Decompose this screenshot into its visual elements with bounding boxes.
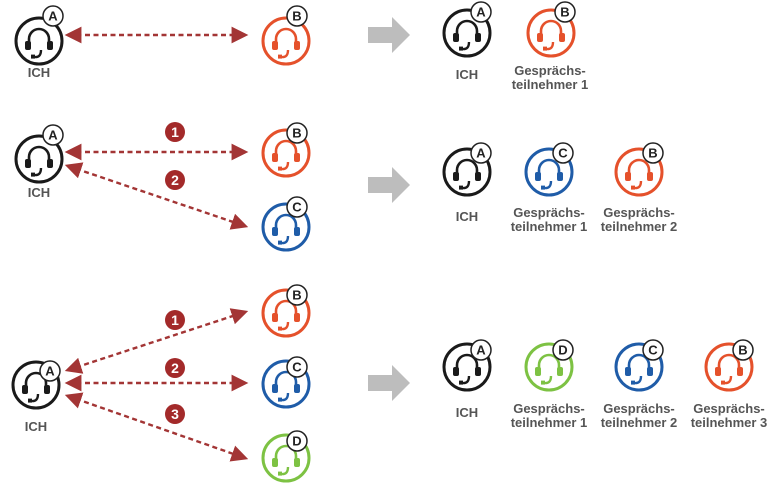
- unit-badge-a: A: [42, 124, 64, 146]
- right-arrow-icon: [368, 17, 410, 53]
- right-arrow-icon: [368, 167, 410, 203]
- step-badge: 1: [165, 122, 185, 142]
- participant-label-line1: Gesprächs-: [603, 205, 675, 220]
- me-label-text: ICH: [27, 185, 51, 200]
- unit-badge-d: D: [286, 430, 308, 452]
- unit-badge-b: B: [554, 1, 576, 23]
- participant-label-line1: Gesprächs-: [693, 401, 765, 416]
- unit-letter-c: C: [648, 343, 658, 358]
- unit-letter-d: D: [558, 343, 567, 358]
- unit-letter-a: A: [48, 9, 58, 24]
- participant-1-label: Gesprächs- teilnehmer 1: [504, 402, 594, 430]
- participant-label-line1: Gesprächs-: [513, 205, 585, 220]
- unit-badge-b: B: [642, 142, 664, 164]
- me-label: ICH: [9, 66, 69, 80]
- participant-label-line2: teilnehmer 3: [690, 415, 768, 430]
- unit-badge-a: A: [39, 360, 61, 382]
- unit-badge-c: C: [286, 196, 308, 218]
- unit-badge-c: C: [552, 142, 574, 164]
- participant-label-line1: Gesprächs-: [603, 401, 675, 416]
- unit-letter-b: B: [292, 126, 301, 141]
- unit-letter-a: A: [476, 5, 486, 20]
- participant-label-line1: Gesprächs-: [514, 63, 586, 78]
- step-number: 2: [171, 360, 179, 376]
- unit-badge-b: B: [286, 284, 308, 306]
- unit-letter-a: A: [48, 128, 58, 143]
- right-arrow-icon: [368, 365, 410, 401]
- unit-letter-c: C: [292, 360, 302, 375]
- step-number: 1: [171, 312, 179, 328]
- step-badge: 2: [165, 170, 185, 190]
- participant-label-line2: teilnehmer 2: [600, 219, 678, 234]
- unit-letter-a: A: [45, 364, 55, 379]
- unit-letter-a: A: [476, 343, 486, 358]
- link-arrow: [64, 162, 249, 230]
- scene-2: A B C 1 2 A C: [14, 122, 664, 252]
- scene-3: A B C D 1 2 3: [11, 284, 754, 483]
- participant-3-label: Gesprächs- teilnehmer 3: [684, 402, 774, 430]
- step-badge: 2: [165, 358, 185, 378]
- me-label: ICH: [437, 406, 497, 420]
- unit-letter-b: B: [292, 9, 301, 24]
- participant-label-line2: teilnehmer 2: [600, 415, 678, 430]
- unit-badge-b: B: [732, 339, 754, 361]
- me-label-text: ICH: [455, 67, 479, 82]
- me-label-text: ICH: [455, 405, 479, 420]
- unit-letter-a: A: [476, 146, 486, 161]
- unit-letter-b: B: [738, 343, 747, 358]
- unit-badge-c: C: [286, 356, 308, 378]
- unit-letter-d: D: [292, 434, 301, 449]
- participant-label-line2: teilnehmer 1: [510, 219, 588, 234]
- unit-letter-c: C: [558, 146, 568, 161]
- me-label: ICH: [6, 420, 66, 434]
- me-label: ICH: [9, 186, 69, 200]
- link-arrow: [64, 308, 249, 374]
- participant-1-label: Gesprächs- teilnehmer 1: [504, 206, 594, 234]
- participant-2-label: Gesprächs- teilnehmer 2: [594, 402, 684, 430]
- me-label: ICH: [437, 210, 497, 224]
- participant-label-line2: teilnehmer 1: [510, 415, 588, 430]
- unit-badge-a: A: [470, 1, 492, 23]
- unit-badge-b: B: [286, 5, 308, 27]
- unit-badge-a: A: [470, 339, 492, 361]
- unit-letter-c: C: [292, 200, 302, 215]
- step-number: 2: [171, 172, 179, 188]
- me-label-text: ICH: [455, 209, 479, 224]
- me-label: ICH: [437, 68, 497, 82]
- me-label-text: ICH: [27, 65, 51, 80]
- step-number: 1: [171, 124, 179, 140]
- participant-label-line2: teilnehmer 1: [511, 77, 589, 92]
- step-number: 3: [171, 406, 179, 422]
- unit-letter-b: B: [648, 146, 657, 161]
- step-badge: 3: [165, 404, 185, 424]
- unit-letter-b: B: [292, 288, 301, 303]
- unit-badge-d: D: [552, 339, 574, 361]
- participant-2-label: Gesprächs- teilnehmer 2: [594, 206, 684, 234]
- me-label-text: ICH: [24, 419, 48, 434]
- unit-badge-a: A: [470, 142, 492, 164]
- unit-badge-a: A: [42, 5, 64, 27]
- unit-badge-c: C: [642, 339, 664, 361]
- step-badge: 1: [165, 310, 185, 330]
- scene-1: A B A B: [14, 1, 576, 66]
- unit-letter-b: B: [560, 5, 569, 20]
- participant-1-label: Gesprächs- teilnehmer 1: [505, 64, 595, 92]
- unit-badge-b: B: [286, 122, 308, 144]
- link-arrow: [64, 392, 249, 462]
- participant-label-line1: Gesprächs-: [513, 401, 585, 416]
